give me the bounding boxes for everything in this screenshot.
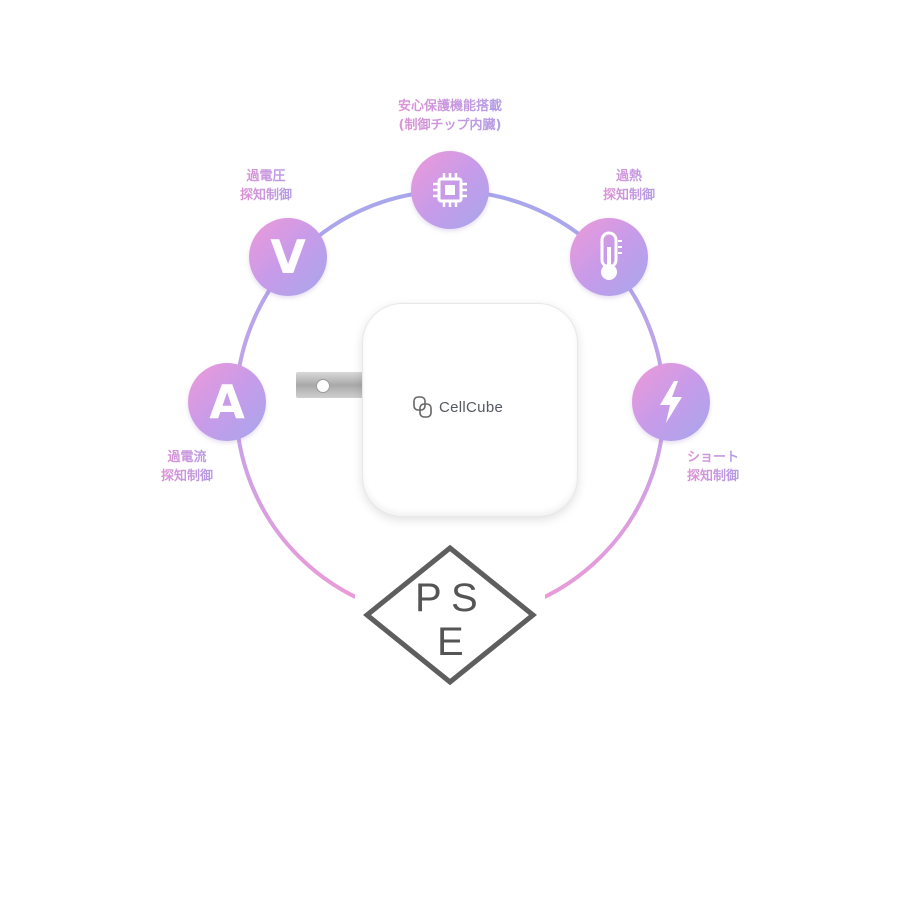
- cellcube-logo-icon: [413, 396, 432, 418]
- charger-logo: CellCube: [413, 396, 503, 418]
- brand-name: CellCube: [439, 398, 504, 416]
- prong-hole: [316, 379, 330, 393]
- feature-chip: [411, 151, 489, 229]
- pse-letter-e: E: [437, 620, 464, 664]
- current-icon: A: [209, 375, 245, 429]
- label-short: ショート 探知制御: [673, 448, 753, 486]
- label-overheat: 過熱 探知制御: [589, 167, 669, 205]
- lightning-icon: [660, 381, 682, 423]
- chip-icon: [433, 173, 467, 207]
- charger-prong: [296, 372, 364, 398]
- feature-overvoltage: V: [249, 218, 327, 296]
- label-overcurrent: 過電流 探知制御: [147, 448, 227, 486]
- label-overvoltage: 過電圧 探知制御: [226, 167, 306, 205]
- pse-mark: [363, 544, 537, 686]
- voltage-icon: V: [270, 230, 306, 284]
- pse-letter-s: S: [451, 576, 478, 620]
- feature-overcurrent: A: [188, 363, 266, 441]
- feature-overheat: [570, 218, 648, 296]
- charger-body: [362, 303, 578, 517]
- feature-short: [632, 363, 710, 441]
- label-chip: 安心保護機能搭載 (制御チップ内臓): [370, 97, 530, 135]
- pse-letter-p: P: [415, 576, 442, 620]
- thermometer-icon: [600, 231, 622, 280]
